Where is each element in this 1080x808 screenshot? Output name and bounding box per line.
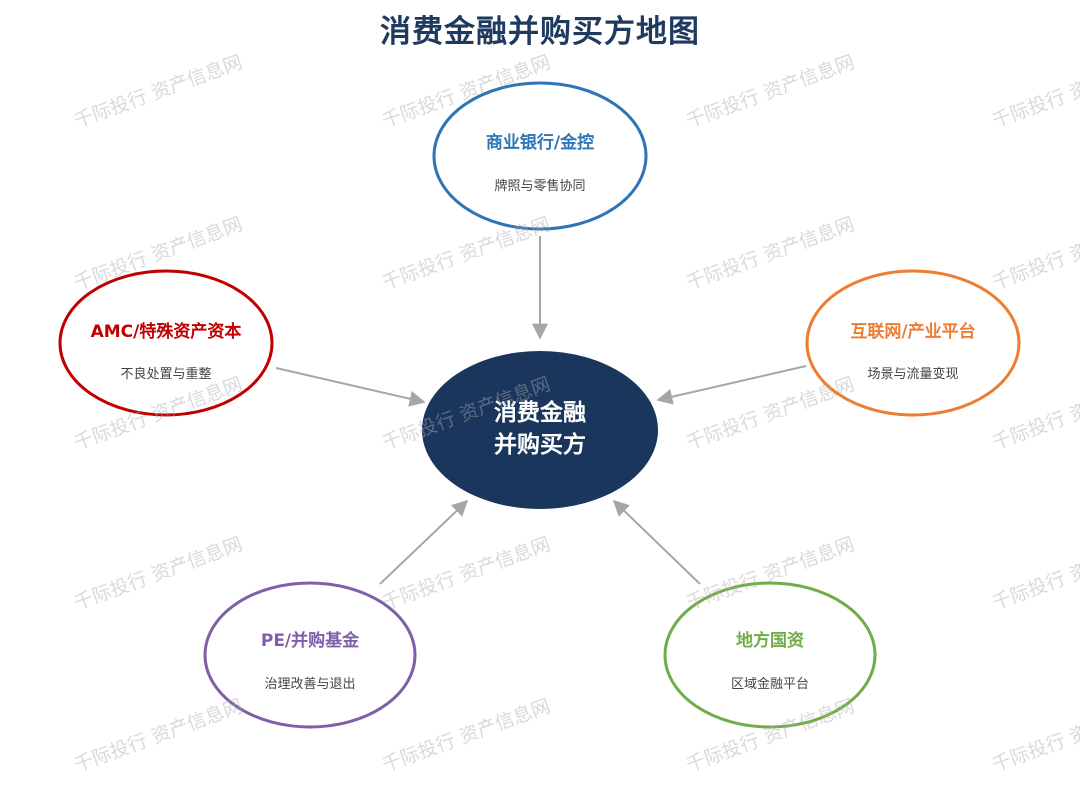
node-internet-platform: 互联网/产业平台 场景与流量变现 — [805, 269, 1021, 417]
node-title: 商业银行/金控 — [486, 132, 594, 153]
node-title: 互联网/产业平台 — [850, 321, 975, 342]
arrow-pe-to-center — [379, 499, 469, 585]
node-title: PE/并购基金 — [261, 630, 360, 651]
node-title: 地方国资 — [736, 630, 804, 651]
node-amc: AMC/特殊资产资本 不良处置与重整 — [58, 269, 274, 417]
node-subtitle: 治理改善与退出 — [264, 676, 355, 692]
arrow-amc-to-center — [275, 367, 426, 407]
node-title: AMC/特殊资产资本 — [91, 321, 242, 342]
center-node: 消费金融 并购买方 — [422, 351, 658, 509]
node-subtitle: 区域金融平台 — [731, 676, 809, 692]
arrow-soe-to-center — [612, 499, 701, 585]
center-line-2: 并购买方 — [494, 431, 586, 458]
node-commercial-bank: 商业银行/金控 牌照与零售协同 — [432, 81, 648, 231]
page-title: 消费金融并购买方地图 — [380, 14, 700, 50]
arrow-internet-to-center — [656, 365, 807, 405]
node-pe-fund: PE/并购基金 治理改善与退出 — [203, 581, 417, 729]
node-subtitle: 不良处置与重整 — [120, 366, 211, 382]
node-subtitle: 场景与流量变现 — [867, 366, 958, 382]
node-subtitle: 牌照与零售协同 — [494, 178, 585, 194]
center-line-1: 消费金融 — [494, 399, 586, 426]
node-local-soe: 地方国资 区域金融平台 — [663, 581, 877, 729]
